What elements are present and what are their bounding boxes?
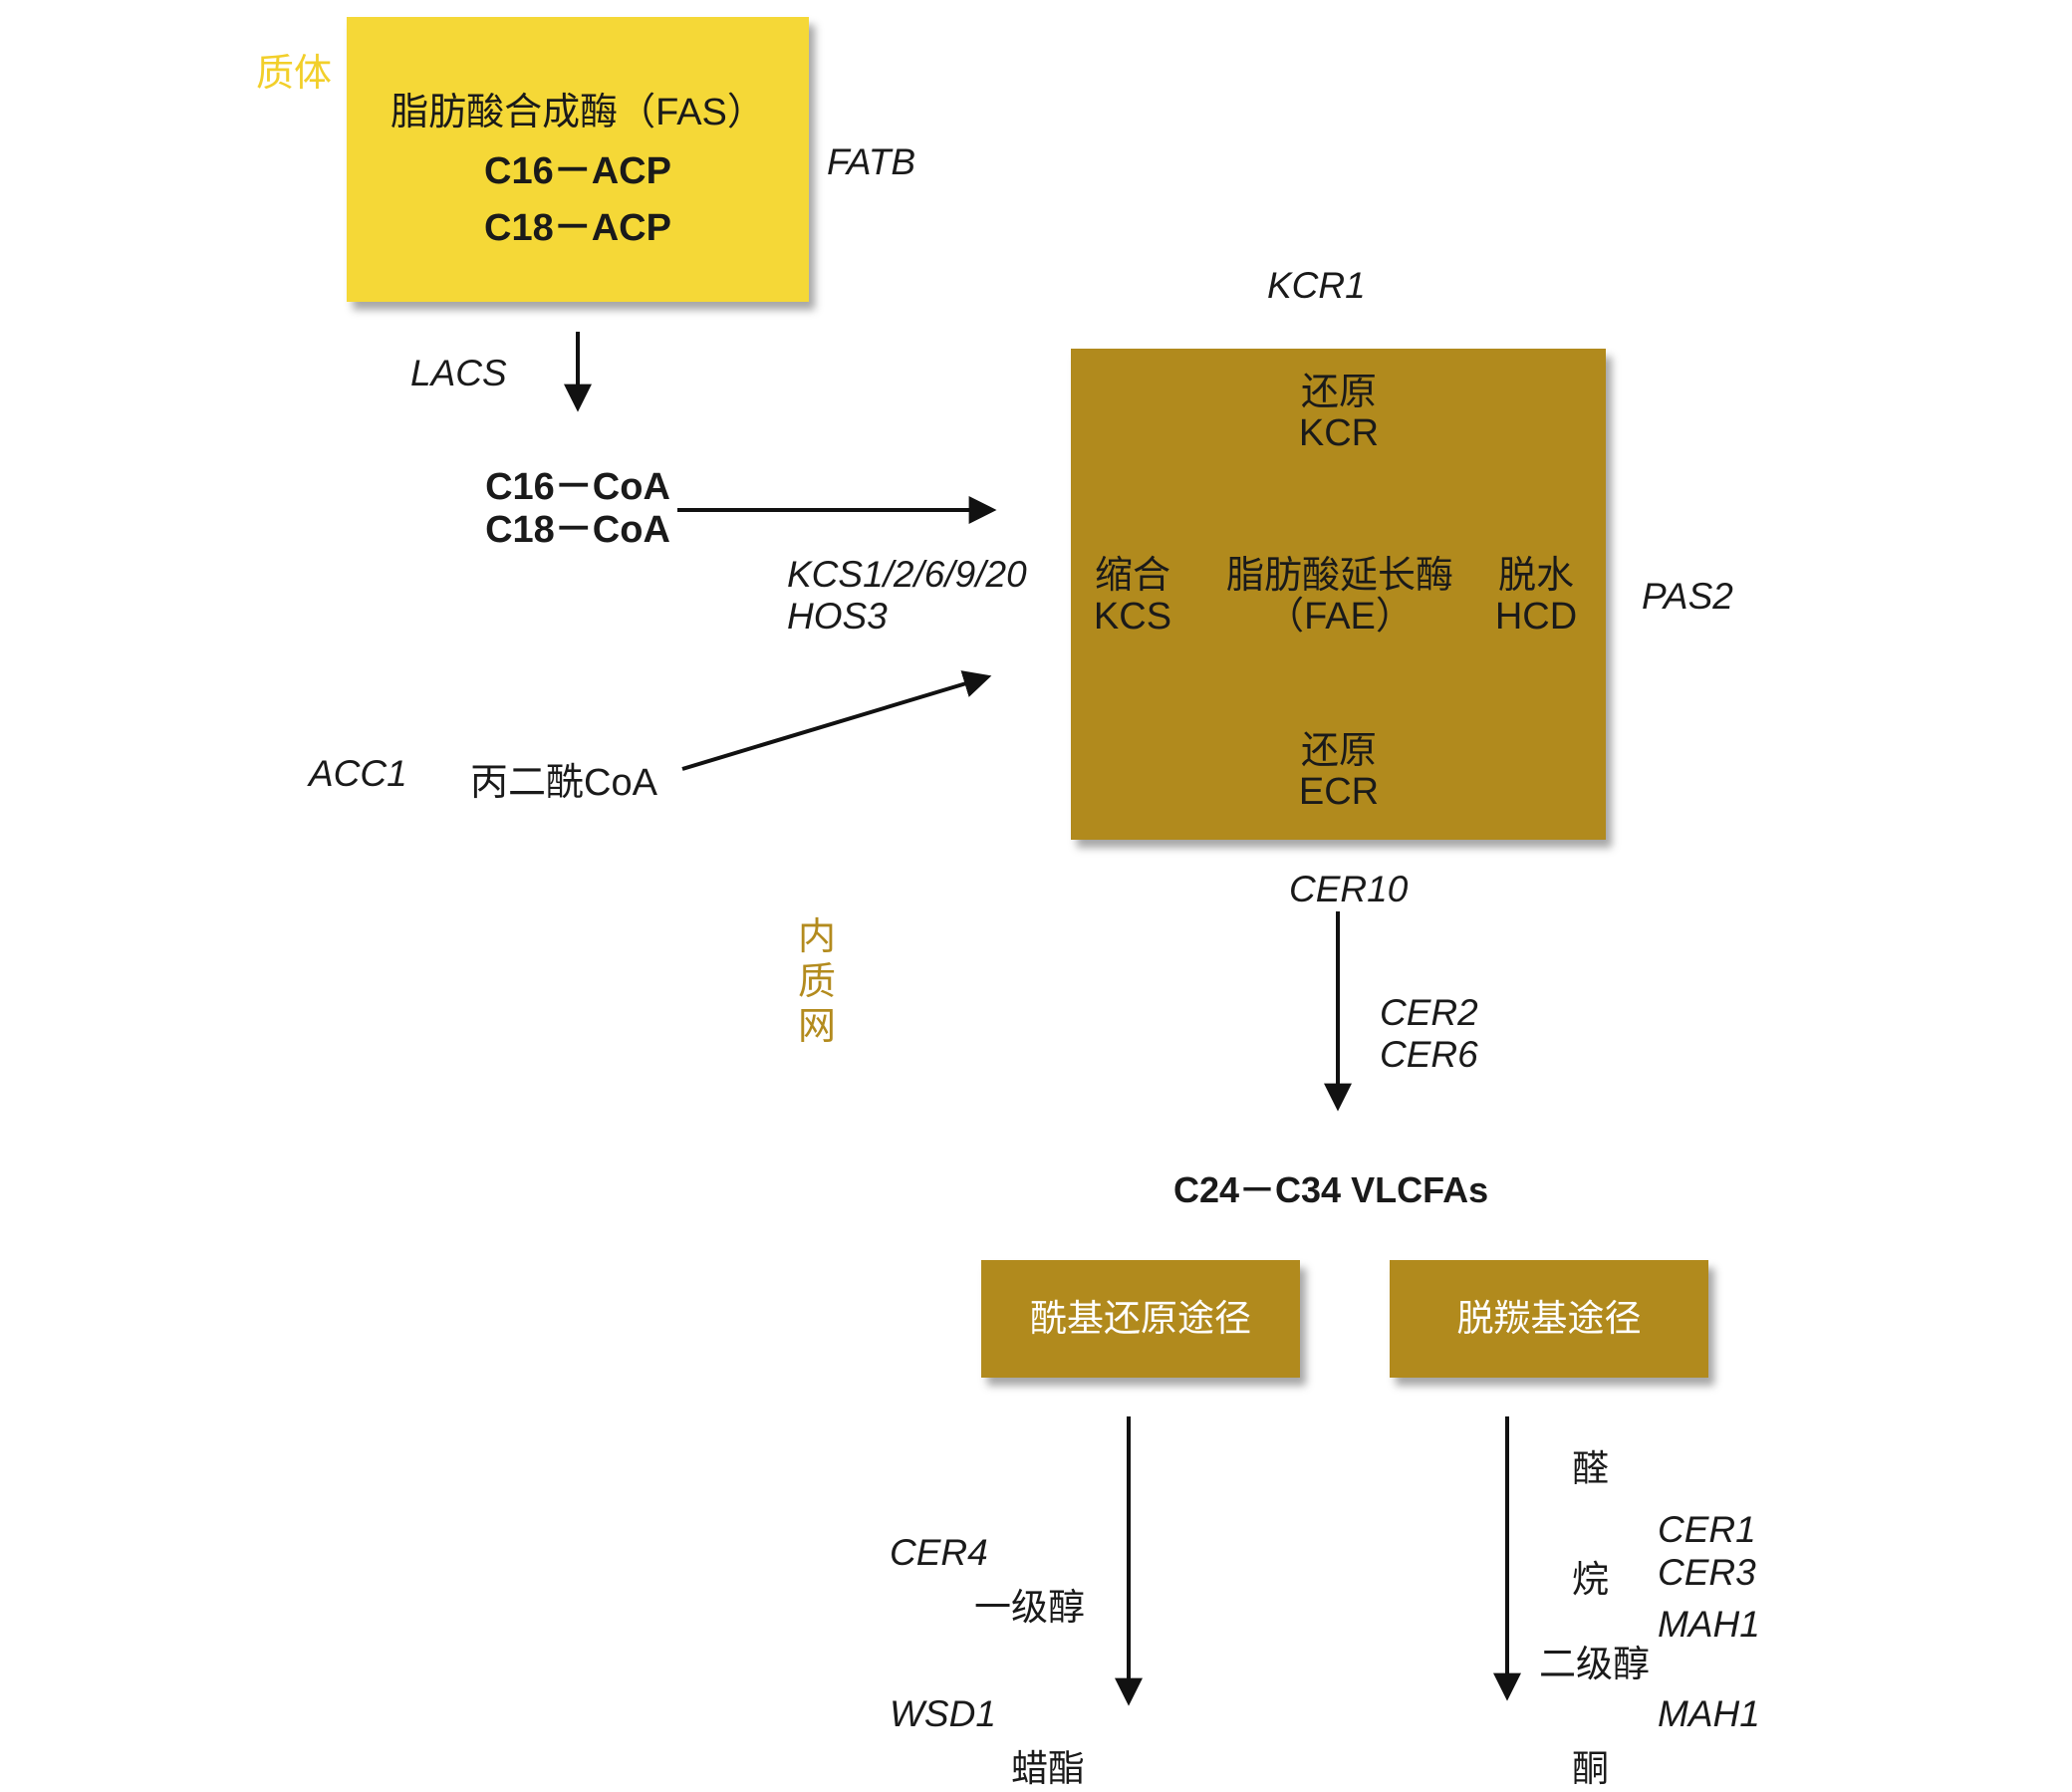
fae-center-abbr: （FAE） <box>1266 596 1414 638</box>
gene-mah1-a: MAH1 <box>1658 1604 1760 1645</box>
gene-cer2-cer6: CER2 CER6 <box>1380 992 1478 1076</box>
fae-right: 脱水 HCD <box>1481 554 1591 638</box>
fae-right-step: 脱水 <box>1497 553 1574 597</box>
gene-kcs-1: KCS1/2/6/9/20 <box>787 554 1027 595</box>
fae-left-step: 缩合 <box>1094 553 1170 597</box>
gene-lacs: LACS <box>410 353 507 393</box>
fae-center: 脂肪酸延长酶 （FAE） <box>1220 554 1459 638</box>
primary-alcohol: 一级醇 <box>974 1586 1085 1629</box>
acyl-reduction-box: 酰基还原途径 <box>981 1260 1300 1378</box>
gene-cer3: CER3 <box>1658 1552 1756 1593</box>
decarbonylation-box: 脱羰基途径 <box>1390 1260 1708 1378</box>
gene-cer4: CER4 <box>890 1532 988 1573</box>
fae-top-step: 还原 <box>1300 370 1377 413</box>
er-label-3: 网 <box>797 1004 836 1048</box>
fae-center-title: 脂肪酸延长酶 <box>1225 553 1453 597</box>
gene-fatb: FATB <box>827 141 916 182</box>
gene-kcs: KCS1/2/6/9/20 HOS3 <box>787 554 1027 638</box>
gene-acc1: ACC1 <box>309 753 407 794</box>
ketone: 酮 <box>1572 1747 1609 1790</box>
fas-c18-acp: C18－ACP <box>484 207 671 249</box>
gene-pas2: PAS2 <box>1642 576 1733 617</box>
aldehyde: 醛 <box>1572 1447 1609 1490</box>
fae-right-enzyme: HCD <box>1494 596 1578 638</box>
coa-c18: C18－CoA <box>485 509 670 551</box>
gene-cer1-cer3: CER1 CER3 <box>1658 1508 1756 1594</box>
fas-title: 脂肪酸合成酶（FAS） <box>390 92 765 133</box>
fas-box: 脂肪酸合成酶（FAS） C16－ACP C18－ACP <box>347 17 809 302</box>
fae-top-enzyme: KCR <box>1298 412 1380 454</box>
fae-bottom: 还原 ECR <box>1274 729 1404 813</box>
wax-ester: 蜡酯 <box>1011 1747 1085 1790</box>
fae-left-enzyme: KCS <box>1093 596 1172 638</box>
er-label-2: 质 <box>797 959 836 1003</box>
gene-wsd1: WSD1 <box>890 1693 996 1734</box>
malonyl-coa-text: 丙二酰CoA <box>470 762 657 804</box>
fae-bottom-step: 还原 <box>1300 728 1377 772</box>
plastid-label: 质体 <box>256 51 333 95</box>
vlcfa-label: C24－C34 VLCFAs <box>1173 1169 1489 1210</box>
gene-cer10: CER10 <box>1289 869 1409 909</box>
fae-box: 还原 KCR 缩合 KCS 脂肪酸延长酶 （FAE） 脱水 HCD 还原 ECR <box>1071 349 1606 840</box>
er-label-1: 内 <box>797 914 836 958</box>
gene-cer2: CER2 <box>1380 992 1478 1033</box>
gene-kcr1: KCR1 <box>1267 265 1366 306</box>
fae-top: 还原 KCR <box>1274 371 1404 454</box>
alkane: 烷 <box>1572 1558 1609 1601</box>
gene-mah1-b: MAH1 <box>1658 1693 1760 1734</box>
malonyl-coa: 丙二酰CoA <box>470 751 657 806</box>
er-label: 内 质 网 <box>793 914 841 1049</box>
decarbonylation-label: 脱羰基途径 <box>1456 1297 1642 1340</box>
secondary-alcohol: 二级醇 <box>1539 1643 1650 1685</box>
coa-c16: C16－CoA <box>485 466 670 508</box>
gene-kcs-2: HOS3 <box>787 596 888 637</box>
gene-cer1: CER1 <box>1658 1509 1756 1550</box>
gene-cer6: CER6 <box>1380 1034 1478 1075</box>
arrow-malonyl-to-fae <box>681 670 992 771</box>
acyl-reduction-label: 酰基还原途径 <box>1030 1297 1251 1340</box>
fas-c16-acp: C16－ACP <box>484 150 671 192</box>
coa-label: C16－CoA C18－CoA <box>478 466 677 552</box>
fae-bottom-enzyme: ECR <box>1298 771 1380 813</box>
fae-left: 缩合 KCS <box>1083 554 1182 638</box>
